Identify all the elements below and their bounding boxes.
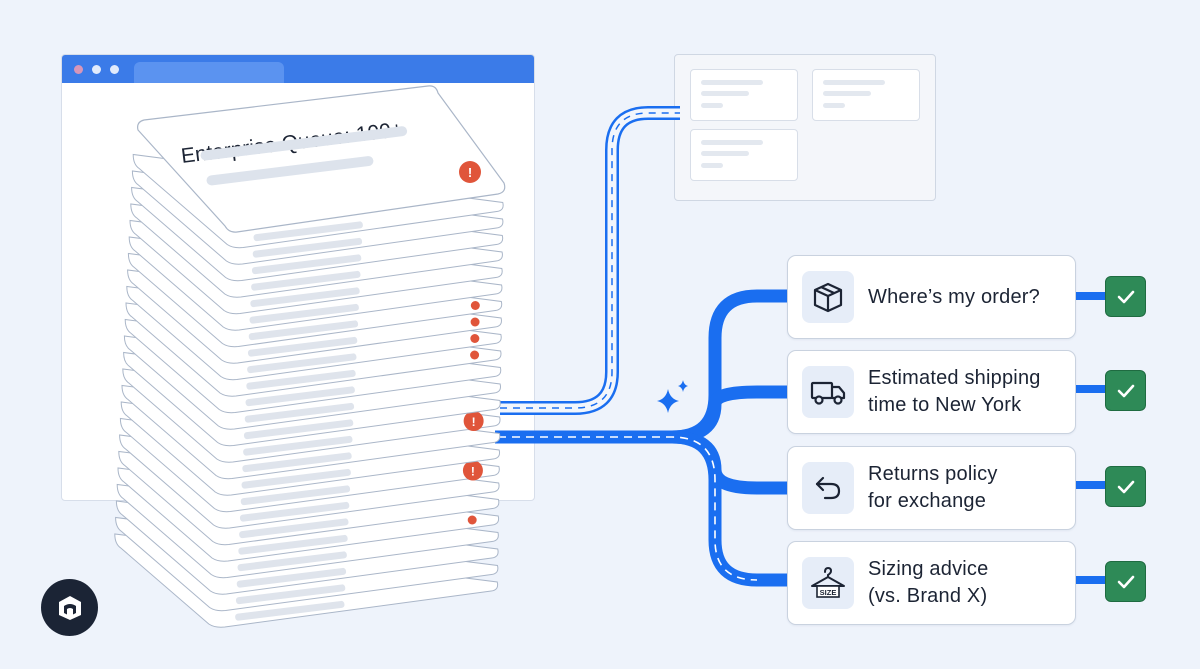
agent-dashboard-panel (674, 54, 936, 201)
question-card-order-status: Where’s my order? (787, 255, 1076, 339)
ticket-text-line (253, 221, 363, 242)
ticket-stack: !! (114, 153, 504, 628)
alert-glyph: ! (471, 465, 475, 479)
ticket-text-line (243, 435, 353, 456)
mini-ticket-card (690, 69, 798, 121)
alert-icon (470, 334, 480, 343)
mini-ticket-card (690, 129, 798, 181)
mini-ticket-card (812, 69, 920, 121)
ticket-text-line (251, 254, 362, 275)
window-dot-close (74, 65, 83, 74)
checkmark-icon (1105, 276, 1146, 317)
ticket-text-line (248, 320, 359, 341)
alert-icon (459, 161, 481, 183)
question-label: Estimated shipping time to New York (868, 367, 1041, 416)
ticket-text-line (235, 600, 345, 621)
checkmark-icon (1105, 370, 1146, 411)
brand-logo-icon[interactable] (41, 579, 98, 636)
ticket-text-line (235, 584, 346, 605)
ticket-text-line (247, 336, 358, 357)
ticket-text-line (237, 551, 347, 572)
ticket-text-line (243, 419, 354, 440)
ticket-text-line (251, 270, 361, 291)
question-card-sizing-advice: SIZE Sizing advice (vs. Brand X) (787, 541, 1076, 625)
ticket-text-line (249, 303, 359, 324)
ticket-text-line (241, 468, 351, 489)
ticket-text-line (239, 518, 349, 539)
alert-icon (470, 350, 480, 360)
browser-tab (134, 62, 284, 83)
resolution-route (495, 289, 1107, 587)
alert-icon (467, 515, 477, 525)
return-arrow-icon (802, 462, 854, 514)
question-card-returns-policy: Returns policy for exchange (787, 446, 1076, 530)
ticket-text-line (238, 534, 348, 555)
window-dot-minimize (92, 65, 101, 74)
alert-icon (470, 301, 480, 310)
ticket-text-line (240, 485, 351, 506)
handoff-route (500, 106, 680, 415)
ticket-text-line (239, 501, 350, 522)
browser-title-bar (62, 55, 534, 83)
alert-glyph: ! (472, 415, 476, 429)
alert-icon (462, 460, 483, 481)
checkmark-icon (1105, 561, 1146, 602)
truck-icon (802, 366, 854, 418)
ticket-text-line (244, 402, 355, 423)
ticket-text-line (250, 287, 360, 308)
box-icon (802, 271, 854, 323)
checkmark-icon (1105, 466, 1146, 507)
alert-icon (463, 411, 484, 431)
ticket-text-line (242, 452, 352, 473)
question-card-shipping-time: Estimated shipping time to New York (787, 350, 1076, 434)
ticket-text-line (246, 369, 356, 390)
svg-text:SIZE: SIZE (820, 588, 837, 597)
hanger-size-icon: SIZE (802, 557, 854, 609)
ticket-text-line (252, 237, 363, 258)
question-label: Where’s my order? (868, 285, 1040, 308)
ticket-text-line (247, 353, 357, 374)
sparkle-icon (657, 380, 688, 413)
svg-text:!: ! (468, 165, 472, 180)
question-label: Sizing advice (vs. Brand X) (868, 558, 989, 607)
ticket-text-line (245, 386, 355, 407)
top-ticket: Enterprise Queue: 100+ ! (137, 85, 506, 233)
question-label: Returns policy for exchange (868, 463, 998, 512)
ticket-text-line (236, 567, 347, 588)
window-dot-maximize (110, 65, 119, 74)
alert-icon (470, 317, 480, 327)
